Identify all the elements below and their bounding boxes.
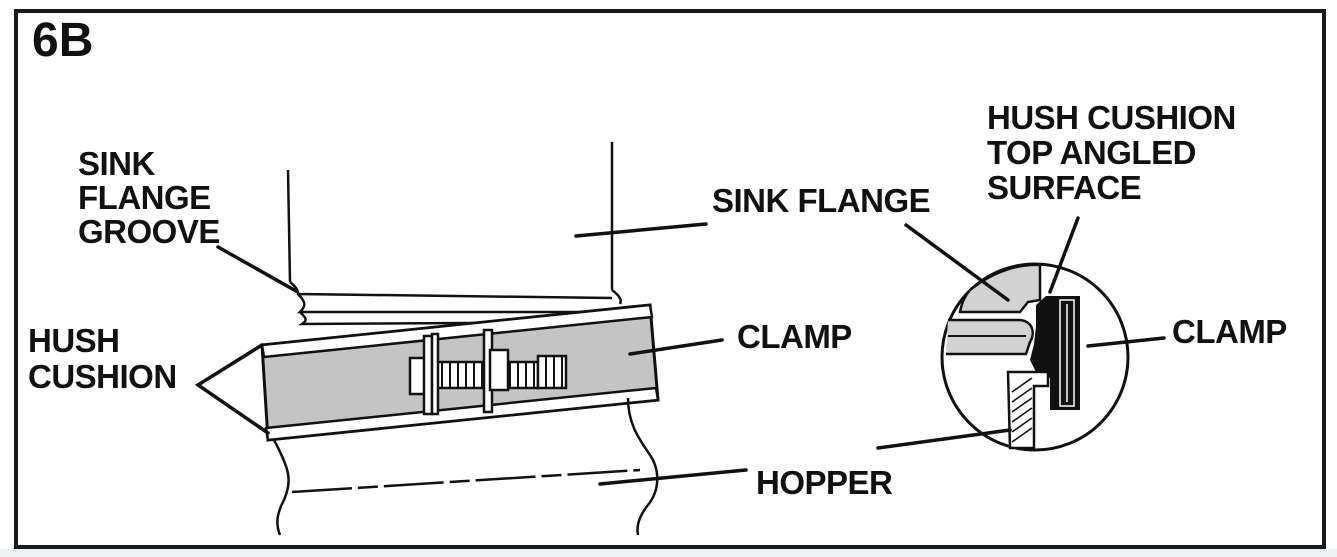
figure-id: 6B [32,14,93,67]
label-hush-cushion-top-line3: SURFACE [987,169,1141,206]
sink-flange-tube [286,142,614,290]
label-sink-flange-groove-line3: GROOVE [78,213,220,250]
label-hush-cushion-top-line2: TOP ANGLED [987,134,1196,171]
figure-frame [14,9,1326,549]
label-hush-cushion-line2: CUSHION [28,358,177,395]
bottom-strip [0,549,1337,557]
label-sink-flange-groove-line2: FLANGE [78,179,211,216]
label-hush-cushion: HUSH CUSHION [28,322,177,395]
leader-lines [194,216,1166,486]
label-hush-cushion-top: HUSH CUSHION TOP ANGLED SURFACE [987,99,1236,206]
clamp-screw [408,328,568,416]
label-sink-flange-groove-line1: SINK [78,145,156,182]
hopper-body [272,397,659,536]
label-hush-cushion-line1: HUSH [28,322,120,359]
label-sink-flange-groove: SINK FLANGE GROOVE [78,145,220,250]
sink-flange-groove [289,281,629,326]
label-clamp: CLAMP [737,318,852,355]
label-sink-flange: SINK FLANGE [712,182,930,219]
label-clamp-detail: CLAMP [1172,313,1287,350]
label-hopper: HOPPER [756,464,893,501]
detail-view [940,262,1130,452]
label-hush-cushion-top-line1: HUSH CUSHION [987,99,1236,136]
